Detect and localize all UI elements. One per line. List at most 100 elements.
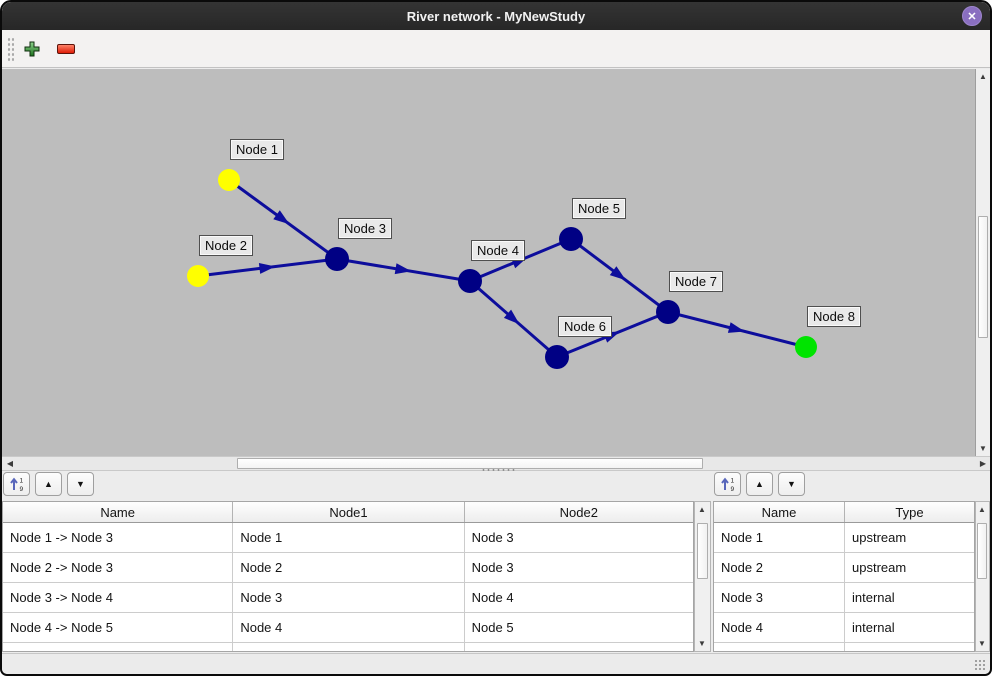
table-cell[interactable] <box>233 643 465 651</box>
reach-move-down-button[interactable]: ▼ <box>67 472 94 496</box>
table-cell[interactable]: Node 2 <box>233 553 465 582</box>
node-move-up-button[interactable]: ▲ <box>746 472 773 496</box>
window-resize-grip[interactable] <box>974 659 986 671</box>
svg-text:1: 1 <box>730 478 734 485</box>
edge-arrow-icon <box>609 266 626 281</box>
graph-node[interactable] <box>545 345 569 369</box>
sort-ascending-icon: 1 9 <box>720 478 734 492</box>
table-row[interactable]: Node 3 internal <box>714 583 974 613</box>
edge-arrow-icon <box>503 309 520 325</box>
scroll-up-icon[interactable]: ▲ <box>979 72 987 81</box>
move-up-icon: ▲ <box>44 479 53 489</box>
table-cell[interactable]: Node 3 <box>233 583 465 612</box>
table-cell[interactable]: Node 2 <box>714 553 845 582</box>
graph-node[interactable] <box>187 265 209 287</box>
column-header[interactable]: Type <box>895 504 924 520</box>
table-cell[interactable]: upstream <box>852 560 907 575</box>
node-label[interactable]: Node 3 <box>338 218 392 239</box>
table-row[interactable] <box>714 643 974 651</box>
node-table-scrollbar[interactable]: ▲ ▼ <box>975 501 990 652</box>
table-cell[interactable]: Node 5 <box>471 620 514 635</box>
scroll-down-icon[interactable]: ▼ <box>698 639 706 648</box>
graph-node[interactable] <box>325 247 349 271</box>
scroll-down-icon[interactable]: ▼ <box>979 444 987 453</box>
reach-scroll-thumb[interactable] <box>697 523 708 579</box>
sort-ascending-icon: 1 9 <box>9 478 23 492</box>
table-cell[interactable]: internal <box>852 590 895 605</box>
scroll-up-icon[interactable]: ▲ <box>978 505 986 514</box>
node-label[interactable]: Node 8 <box>807 306 861 327</box>
graph-node[interactable] <box>218 169 240 191</box>
add-node-button[interactable] <box>24 41 40 57</box>
canvas-vertical-scrollbar[interactable]: ▲ ▼ <box>975 69 990 456</box>
column-header[interactable]: Node2 <box>559 504 598 520</box>
table-row[interactable]: Node 4 internal <box>714 613 974 643</box>
node-move-down-button[interactable]: ▼ <box>778 472 805 496</box>
column-header[interactable]: Node1 <box>233 502 465 522</box>
node-scroll-thumb[interactable] <box>977 523 987 579</box>
table-cell[interactable]: Node 4 <box>233 613 465 642</box>
table-header-row: Name Type <box>714 502 974 523</box>
table-cell[interactable] <box>465 643 693 651</box>
scroll-right-icon[interactable]: ▶ <box>979 459 987 468</box>
remove-node-button[interactable] <box>57 43 75 54</box>
node-label[interactable]: Node 4 <box>471 240 525 261</box>
graph-node[interactable] <box>458 269 482 293</box>
reach-table-scrollbar[interactable]: ▲ ▼ <box>694 501 711 652</box>
table-cell[interactable]: Node 4 <box>471 590 514 605</box>
table-cell[interactable] <box>3 643 234 651</box>
column-header[interactable]: Name <box>3 502 234 522</box>
graph-node[interactable] <box>656 300 680 324</box>
table-cell[interactable]: Node 3 <box>714 583 845 612</box>
scroll-up-icon[interactable]: ▲ <box>698 505 706 514</box>
scroll-left-icon[interactable]: ◀ <box>6 459 14 468</box>
table-cell[interactable]: Node 1 -> Node 3 <box>3 523 234 552</box>
column-header[interactable]: Name <box>714 502 845 522</box>
svg-text:1: 1 <box>19 478 23 485</box>
table-row[interactable]: Node 1 upstream <box>714 523 974 553</box>
network-graph <box>187 169 817 369</box>
table-cell[interactable]: Node 1 <box>714 523 845 552</box>
node-label[interactable]: Node 1 <box>230 139 284 160</box>
node-sort-button[interactable]: 1 9 <box>714 472 741 496</box>
move-up-icon: ▲ <box>755 479 764 489</box>
table-cell[interactable]: Node 2 -> Node 3 <box>3 553 234 582</box>
table-cell[interactable]: Node 1 <box>233 523 465 552</box>
plus-icon <box>24 41 40 56</box>
table-cell[interactable]: internal <box>852 620 895 635</box>
horizontal-splitter-handle[interactable] <box>481 468 515 472</box>
toolbar-drag-handle[interactable] <box>7 35 14 62</box>
scroll-down-icon[interactable]: ▼ <box>978 639 986 648</box>
table-cell[interactable] <box>845 643 974 651</box>
node-label[interactable]: Node 6 <box>558 316 612 337</box>
table-cell[interactable]: Node 3 -> Node 4 <box>3 583 234 612</box>
vertical-scroll-thumb[interactable] <box>978 216 988 338</box>
reach-move-up-button[interactable]: ▲ <box>35 472 62 496</box>
river-network-canvas[interactable]: Node 1 Node 2 Node 3 Node 4 Node 5 Node 6 Node… <box>2 69 975 456</box>
node-label[interactable]: Node 5 <box>572 198 626 219</box>
table-cell[interactable]: Node 3 <box>471 560 514 575</box>
table-row[interactable] <box>3 643 693 651</box>
reach-sort-button[interactable]: 1 9 <box>3 472 30 496</box>
graph-node[interactable] <box>559 227 583 251</box>
table-cell[interactable]: Node 4 <box>714 613 845 642</box>
edge-arrow-icon <box>258 263 276 274</box>
node-label[interactable]: Node 7 <box>669 271 723 292</box>
table-cell[interactable]: Node 3 <box>471 530 514 545</box>
table-row[interactable]: Node 2 upstream <box>714 553 974 583</box>
table-cell[interactable] <box>714 643 845 651</box>
table-cell[interactable]: Node 4 -> Node 5 <box>3 613 234 642</box>
move-down-icon: ▼ <box>76 479 85 489</box>
edge-arrow-icon <box>727 322 745 333</box>
horizontal-scroll-thumb[interactable] <box>237 458 703 469</box>
table-cell[interactable]: upstream <box>852 530 907 545</box>
node-label[interactable]: Node 2 <box>199 235 253 256</box>
close-button[interactable]: ✕ <box>962 6 982 26</box>
graph-node[interactable] <box>795 336 817 358</box>
